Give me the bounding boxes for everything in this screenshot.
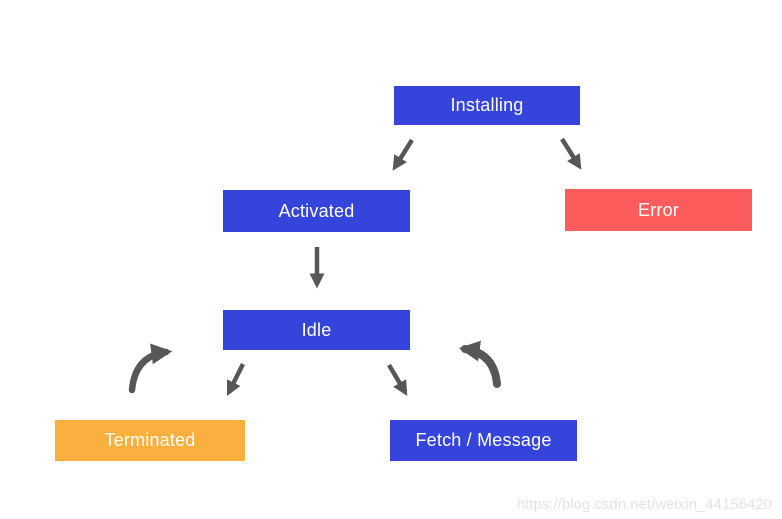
arrow-idle-to-fetch — [387, 363, 408, 396]
state-label-idle: Idle — [301, 319, 332, 340]
state-label-error: Error — [638, 199, 679, 220]
arrow-idle-to-terminated — [226, 362, 246, 397]
state-box-fetch-message: Fetch / Message — [390, 420, 577, 461]
state-box-activated: Activated — [223, 190, 410, 232]
arrow-terminated-to-idle-curved — [128, 343, 173, 394]
state-label-fetch-message: Fetch / Message — [415, 430, 552, 450]
state-box-installing: Installing — [394, 86, 580, 125]
state-box-terminated: Terminated — [55, 420, 245, 461]
state-box-idle: Idle — [223, 310, 410, 350]
state-label-activated: Activated — [278, 200, 355, 221]
watermark-text: https://blog.csdn.net/weixin_44156420 — [516, 496, 772, 513]
arrow-fetch-to-idle-curved — [458, 340, 501, 388]
state-box-error: Error — [565, 189, 752, 231]
state-label-installing: Installing — [450, 95, 524, 115]
state-label-terminated: Terminated — [104, 430, 196, 450]
arrow-installing-to-error — [560, 137, 582, 170]
arrow-installing-to-activated — [392, 138, 414, 171]
